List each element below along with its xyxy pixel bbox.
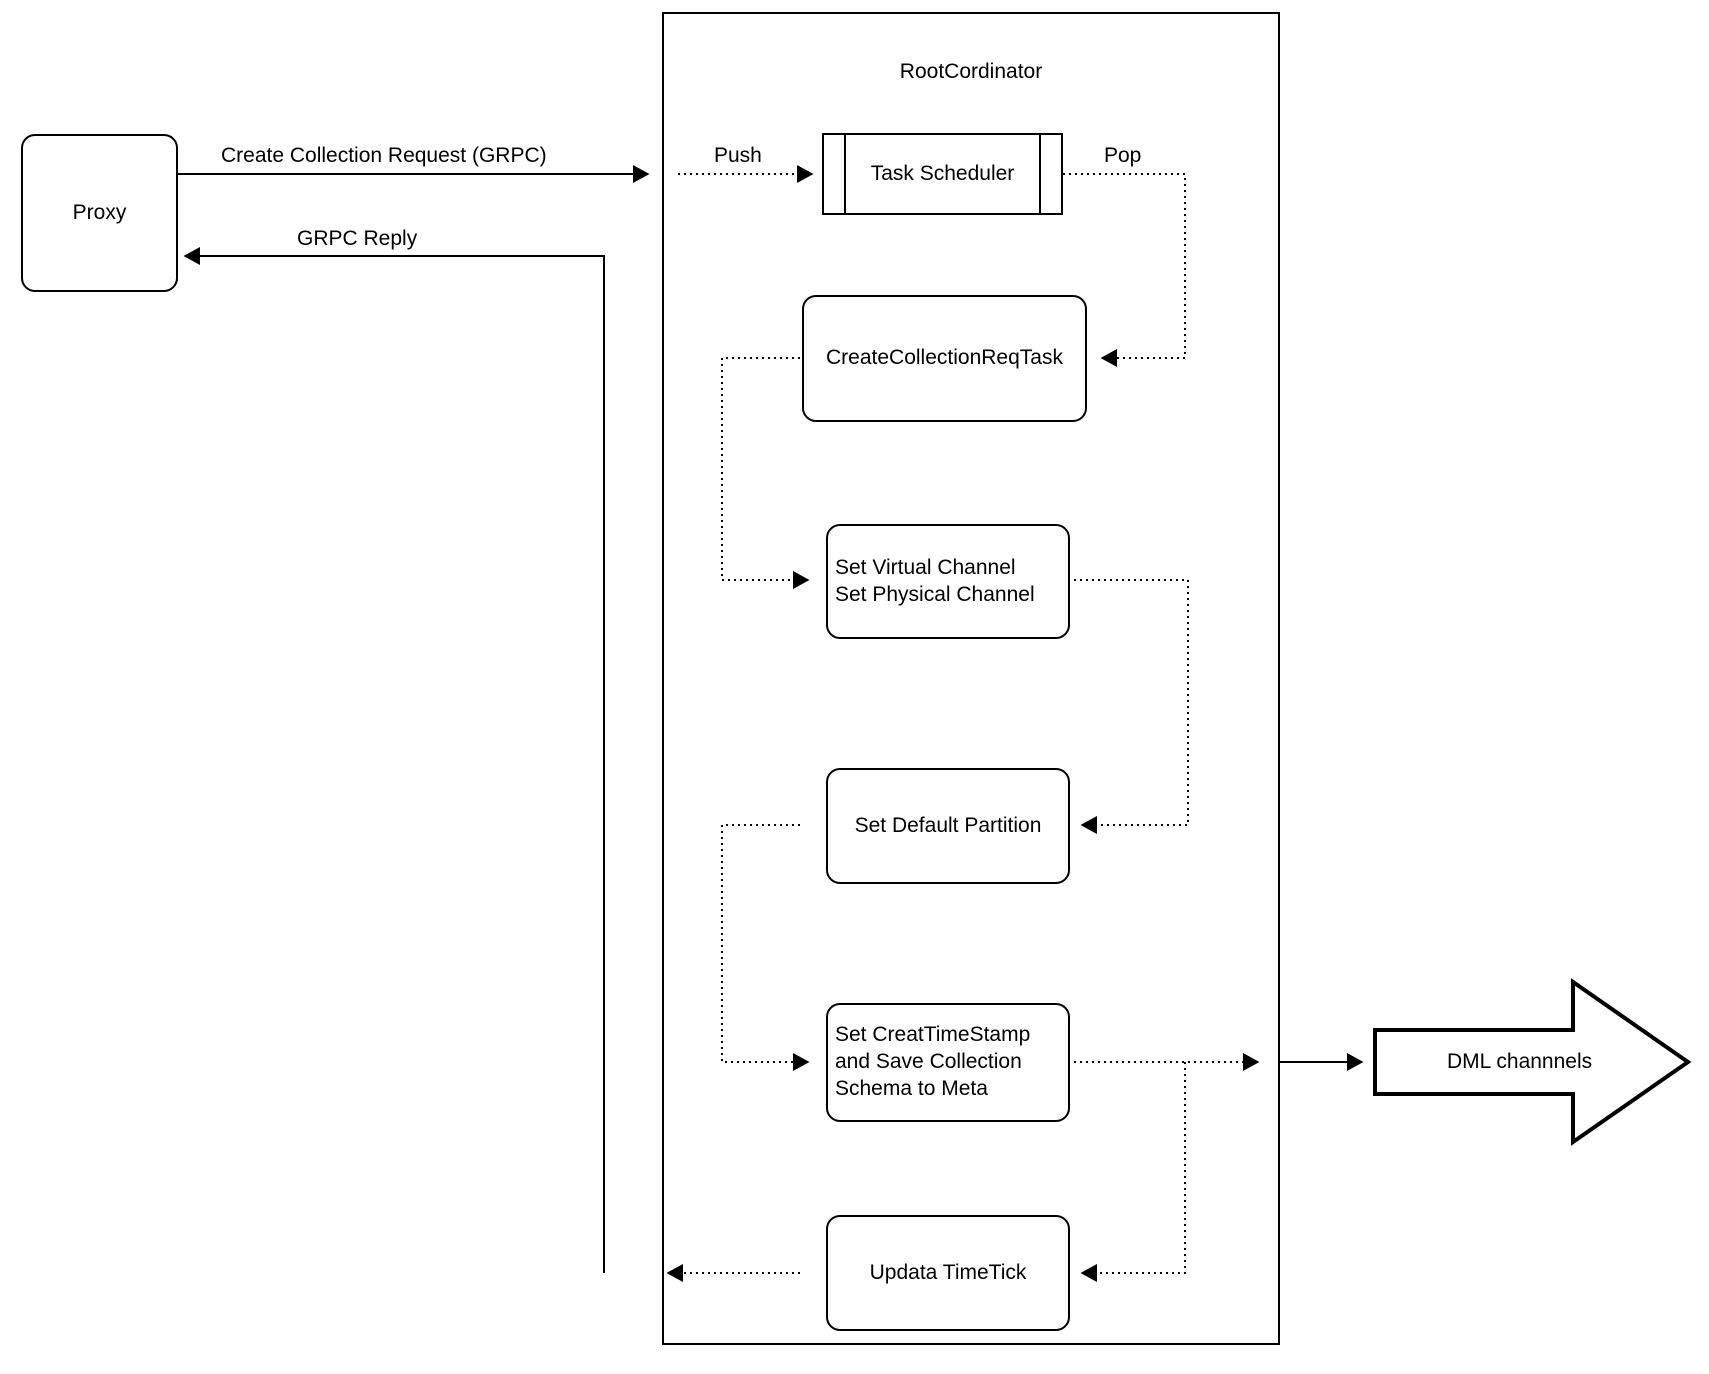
rootcordinator-container [662, 12, 1280, 1345]
node-task-scheduler[interactable]: Task Scheduler [822, 133, 1063, 215]
edge-timestamp-to-timetick [1080, 1062, 1186, 1282]
edge-task-to-channels [721, 357, 810, 589]
node-set-channels[interactable]: Set Virtual Channel Set Physical Channel [826, 524, 1070, 639]
edge-label-grpc-reply: GRPC Reply [297, 227, 418, 250]
node-create-collection-req-task[interactable]: CreateCollectionReqTask [802, 295, 1087, 422]
node-update-timetick[interactable]: Updata TimeTick [826, 1215, 1070, 1331]
edge-label-create-collection-request: Create Collection Request (GRPC) [221, 144, 547, 167]
node-set-timestamp[interactable]: Set CreatTimeStamp and Save Collection S… [826, 1003, 1070, 1122]
edge-label-pop: Pop [1104, 144, 1142, 167]
rootcordinator-title: RootCordinator [899, 60, 1043, 83]
task-scheduler-queue-bar-left [844, 135, 846, 213]
dml-channels-block-arrow [1373, 978, 1692, 1146]
edge-grpc-reply [183, 247, 605, 1273]
edge-label-push: Push [714, 144, 762, 167]
node-proxy[interactable]: Proxy [21, 134, 178, 292]
edge-pop [1063, 173, 1186, 367]
node-dml-channels-label: DML channnels [1447, 1050, 1593, 1073]
task-scheduler-queue-bar-right [1039, 135, 1041, 213]
edge-channels-to-partition [1068, 579, 1189, 834]
node-set-default-partition[interactable]: Set Default Partition [826, 768, 1070, 884]
node-task-scheduler-label: Task Scheduler [870, 161, 1015, 185]
